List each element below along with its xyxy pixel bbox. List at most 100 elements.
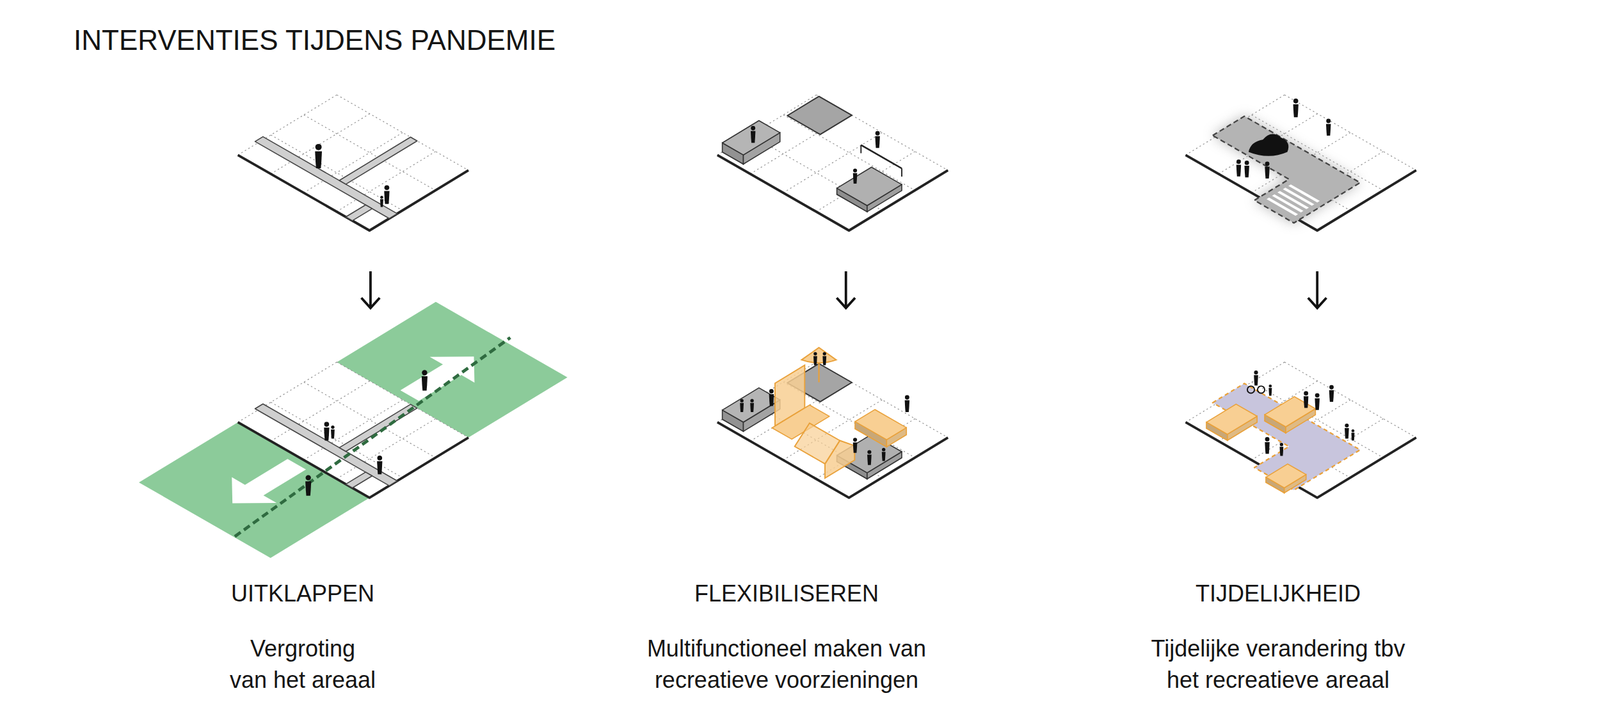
person-body xyxy=(1293,104,1299,118)
person-body xyxy=(380,199,384,207)
person-head xyxy=(1253,370,1258,375)
person-body xyxy=(853,442,858,453)
person-head xyxy=(380,195,384,200)
tile-edge xyxy=(717,154,948,231)
person-head xyxy=(1269,384,1273,388)
bike-wheel xyxy=(1247,385,1255,393)
box-top xyxy=(1206,404,1257,435)
intervention-description: Vergroting van het areaal xyxy=(229,633,377,697)
grid-line xyxy=(238,362,338,423)
box-top xyxy=(722,120,781,155)
box-top xyxy=(722,387,781,423)
person-head xyxy=(813,352,817,356)
green-area xyxy=(336,302,568,438)
zebra-stripe xyxy=(1288,184,1320,203)
grid-line xyxy=(270,380,370,441)
person-head xyxy=(823,352,827,356)
uitklappen-before xyxy=(238,94,469,231)
person-body xyxy=(750,131,756,143)
person-body xyxy=(1326,124,1331,136)
grid-line xyxy=(816,151,916,212)
person-body xyxy=(1253,375,1259,386)
arrow-shaft xyxy=(844,271,848,308)
expand-arrow xyxy=(400,356,475,401)
person-body xyxy=(1264,167,1270,179)
person-body xyxy=(421,376,428,391)
person-body xyxy=(1314,398,1320,410)
box-top xyxy=(1264,396,1316,427)
rail xyxy=(860,145,902,169)
person-body xyxy=(874,136,880,148)
tijdelijkheid-before xyxy=(1185,94,1417,231)
arrow-shaft xyxy=(369,271,372,308)
person-body xyxy=(1351,432,1355,441)
grid-line xyxy=(304,132,404,193)
play-street xyxy=(1212,383,1360,491)
person-body xyxy=(867,455,872,466)
person-head xyxy=(376,455,383,461)
person-head xyxy=(853,168,857,173)
tent-roof xyxy=(794,423,840,464)
grid-line xyxy=(336,151,436,212)
rail-leg xyxy=(860,145,862,154)
rail-leg xyxy=(901,168,903,177)
intervention-heading: TIJDELIJKHEID xyxy=(1195,578,1361,610)
person-head xyxy=(1326,119,1331,124)
expand-arrow xyxy=(231,458,306,504)
person-head xyxy=(875,131,880,136)
flexibiliseren-before xyxy=(717,94,948,231)
person-head xyxy=(421,369,427,376)
person-head xyxy=(769,389,774,394)
person-body xyxy=(750,403,754,413)
person-body xyxy=(305,481,312,496)
person-head xyxy=(853,437,857,442)
arrow-shaft xyxy=(1315,271,1319,308)
person-head xyxy=(315,144,322,151)
person-body xyxy=(314,151,322,169)
person-head xyxy=(305,474,311,480)
person-head xyxy=(1244,160,1250,166)
person-head xyxy=(384,184,390,191)
grid-line xyxy=(783,115,916,191)
person-body xyxy=(1264,442,1270,454)
footpath xyxy=(345,472,372,489)
person-body xyxy=(822,355,827,365)
grid-line xyxy=(238,94,338,155)
person-head xyxy=(904,395,910,400)
tile-edge xyxy=(717,422,948,498)
grid-line xyxy=(336,94,469,171)
person-body xyxy=(1279,446,1284,456)
person-head xyxy=(1293,98,1299,104)
box-top xyxy=(855,409,907,440)
person-head xyxy=(1265,161,1270,167)
intervention-description: Tijdelijke verandering tbv het recreatie… xyxy=(1143,633,1413,697)
box-top xyxy=(837,167,902,206)
person-body xyxy=(376,461,383,475)
person-body xyxy=(323,427,329,441)
intervention-heading: FLEXIBILISEREN xyxy=(694,578,879,610)
person-head xyxy=(1280,442,1284,447)
arrow-head xyxy=(836,297,856,308)
person-head xyxy=(1236,159,1241,164)
person-head xyxy=(1351,429,1355,433)
person-body xyxy=(1244,165,1249,178)
person-body xyxy=(739,403,744,413)
tijdelijkheid-after xyxy=(1185,362,1417,498)
person-head xyxy=(881,448,886,452)
bike-wheel xyxy=(1257,385,1265,393)
umbrella xyxy=(801,347,836,363)
person-head xyxy=(750,398,754,402)
person-body xyxy=(1268,387,1272,396)
person-head xyxy=(1329,385,1334,390)
footpath xyxy=(339,136,418,185)
boundary-line xyxy=(234,337,511,537)
person-body xyxy=(330,429,335,439)
person-head xyxy=(324,421,330,427)
person-head xyxy=(1315,392,1320,398)
road-shadow xyxy=(1212,116,1360,224)
person-body xyxy=(1303,396,1309,408)
grey-square xyxy=(787,96,852,136)
arrow-head xyxy=(1308,297,1327,308)
